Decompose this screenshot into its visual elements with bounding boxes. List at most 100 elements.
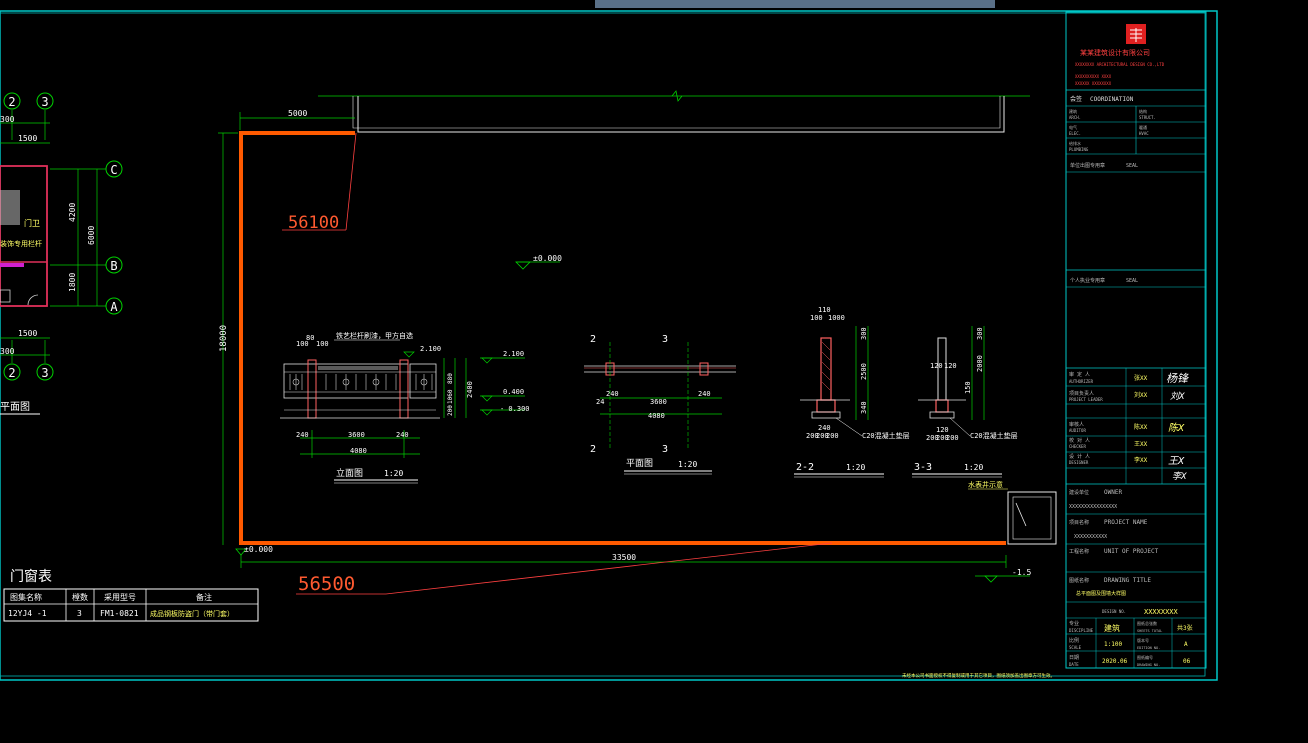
door-table-title: 门窗表 bbox=[10, 568, 52, 585]
svg-text:200: 200 bbox=[447, 405, 454, 416]
svg-text:2.100: 2.100 bbox=[420, 345, 441, 353]
svg-text:OWNER: OWNER bbox=[1104, 489, 1122, 496]
svg-text:100: 100 bbox=[296, 340, 309, 348]
elev-note: 铁艺栏杆刷漆，甲方自选 bbox=[336, 331, 413, 340]
svg-text:个人执业专用章: 个人执业专用章 bbox=[1070, 277, 1105, 284]
svg-text:SHEETS TOTAL: SHEETS TOTAL bbox=[1137, 629, 1162, 633]
grid-bubble-label: A bbox=[110, 300, 118, 314]
svg-text:STRUCT.: STRUCT. bbox=[1139, 115, 1156, 120]
grid-bubble-label: 2 bbox=[8, 95, 15, 109]
svg-text:100: 100 bbox=[316, 340, 329, 348]
signature: 陈X bbox=[1168, 422, 1185, 434]
area-label-56500: 56500 bbox=[298, 573, 355, 595]
company-name: 某某建筑设计有限公司 bbox=[1080, 48, 1150, 57]
table-cell: 3 bbox=[77, 609, 82, 618]
svg-text:1:20: 1:20 bbox=[964, 463, 983, 472]
svg-text:建设单位: 建设单位 bbox=[1069, 489, 1089, 496]
signature: 刘X bbox=[1170, 391, 1185, 402]
grid-bubble-label: C bbox=[110, 163, 117, 177]
svg-text:暖通: 暖通 bbox=[1139, 124, 1147, 130]
svg-text:2: 2 bbox=[590, 334, 596, 345]
svg-text:1:20: 1:20 bbox=[678, 460, 697, 469]
svg-text:1060: 1060 bbox=[447, 389, 454, 404]
svg-text:建筑: 建筑 bbox=[1104, 623, 1120, 633]
dim-5000: 5000 bbox=[288, 109, 307, 118]
svg-text:装饰专用栏杆: 装饰专用栏杆 bbox=[0, 239, 42, 248]
grid-bubble bbox=[3, 92, 21, 110]
level-minus: -1.5 bbox=[1012, 568, 1031, 577]
svg-text:300: 300 bbox=[860, 327, 868, 340]
svg-text:110: 110 bbox=[818, 306, 831, 314]
svg-text:2.100: 2.100 bbox=[503, 350, 524, 358]
grid-bubble-label: B bbox=[110, 259, 117, 273]
svg-text:设 计 人: 设 计 人 bbox=[1069, 453, 1090, 460]
svg-text:3600: 3600 bbox=[348, 431, 365, 439]
svg-text:880: 880 bbox=[447, 373, 454, 384]
signature: 李X bbox=[1172, 471, 1187, 482]
svg-text:XXXXXXXXXXX: XXXXXXXXXXX bbox=[1074, 534, 1107, 540]
svg-text:200: 200 bbox=[816, 432, 829, 440]
svg-text:4080: 4080 bbox=[648, 412, 665, 420]
sheet-inner-border bbox=[0, 12, 1206, 677]
svg-text:300: 300 bbox=[0, 115, 15, 124]
svg-text:DISCIPLINE: DISCIPLINE bbox=[1069, 628, 1094, 633]
table-header: 备注 bbox=[196, 592, 212, 602]
svg-text:2: 2 bbox=[590, 444, 596, 455]
svg-text:UNIT OF PROJECT: UNIT OF PROJECT bbox=[1104, 548, 1159, 555]
svg-text:项目负责人: 项目负责人 bbox=[1069, 390, 1094, 397]
svg-text:ARCH.: ARCH. bbox=[1069, 115, 1081, 120]
title-block: 某某建筑设计有限公司 XXXXXXXX ARCHITECTURAL DESIGN… bbox=[1065, 11, 1207, 669]
horizontal-scrollbar[interactable] bbox=[595, 0, 995, 8]
svg-text:审 定 人: 审 定 人 bbox=[1069, 371, 1090, 378]
svg-text:SEAL: SEAL bbox=[1126, 163, 1138, 169]
drawing-title: 总平面图及围墙大样图 bbox=[1076, 590, 1126, 597]
svg-text:XXXXXXXX: XXXXXXXX bbox=[1144, 608, 1179, 616]
sec22-note: C20混凝土垫层 bbox=[862, 431, 910, 440]
svg-text:给排水: 给排水 bbox=[1069, 140, 1081, 146]
svg-text:PROJECT LEADER: PROJECT LEADER bbox=[1069, 397, 1103, 402]
svg-text:2500: 2500 bbox=[860, 363, 868, 380]
signature: 王X bbox=[1168, 456, 1185, 467]
signature: 杨锋 bbox=[1166, 372, 1189, 385]
svg-text:2020.06: 2020.06 bbox=[1102, 658, 1128, 665]
sec22-title: 2-2 bbox=[796, 462, 814, 473]
svg-text:120: 120 bbox=[930, 362, 943, 370]
svg-text:刘XX: 刘XX bbox=[1134, 391, 1148, 399]
level-zero-left: ±0.000 bbox=[244, 545, 273, 554]
svg-text:1:100: 1:100 bbox=[1104, 641, 1122, 648]
plan-detail-title: 平面图 bbox=[626, 458, 653, 469]
svg-text:张XX: 张XX bbox=[1134, 374, 1148, 382]
svg-text:120: 120 bbox=[936, 426, 949, 434]
svg-text:项目名称: 项目名称 bbox=[1069, 519, 1089, 526]
svg-text:2400: 2400 bbox=[466, 381, 474, 398]
svg-text:AUDITOR: AUDITOR bbox=[1069, 428, 1086, 433]
svg-text:150: 150 bbox=[964, 381, 972, 394]
svg-text:120: 120 bbox=[944, 362, 957, 370]
svg-text:200: 200 bbox=[936, 434, 949, 442]
sheet-outer-border bbox=[0, 10, 1218, 681]
svg-text:4080: 4080 bbox=[350, 447, 367, 455]
svg-text:CHECKER: CHECKER bbox=[1069, 444, 1086, 449]
svg-text:XXXXXXXX ARCHITECTURAL DESIGN: XXXXXXXX ARCHITECTURAL DESIGN CO.,LTD bbox=[1075, 62, 1165, 67]
svg-text:陈XX: 陈XX bbox=[1134, 423, 1148, 431]
svg-text:校 对 人: 校 对 人 bbox=[1069, 437, 1090, 444]
svg-text:XXXXXXXXXX XXXX: XXXXXXXXXX XXXX bbox=[1075, 74, 1112, 79]
svg-text:电气: 电气 bbox=[1069, 124, 1077, 130]
svg-text:1000: 1000 bbox=[828, 314, 845, 322]
table-cell: FM1-0821 bbox=[100, 609, 139, 618]
svg-text:80: 80 bbox=[306, 334, 314, 342]
svg-text:AUTHORIZER: AUTHORIZER bbox=[1069, 379, 1094, 384]
svg-text:A: A bbox=[1184, 641, 1188, 648]
table-cell: 成品钢板防盗门（带门套） bbox=[150, 609, 234, 618]
sec33-note: C20混凝土垫层 bbox=[970, 431, 1018, 440]
svg-text:DATE: DATE bbox=[1069, 662, 1079, 667]
svg-text:3: 3 bbox=[662, 334, 668, 345]
sec33-title: 3-3 bbox=[914, 462, 932, 473]
area-label-56100: 56100 bbox=[288, 213, 339, 233]
left-plan-title: 平面图 bbox=[0, 401, 30, 413]
left-guard-plan: 2 3 C B A 2 3 300 1500 1500 300 bbox=[0, 92, 123, 415]
svg-text:24: 24 bbox=[596, 398, 604, 406]
dim-18000: 18000 bbox=[219, 325, 229, 352]
svg-text:200: 200 bbox=[806, 432, 819, 440]
